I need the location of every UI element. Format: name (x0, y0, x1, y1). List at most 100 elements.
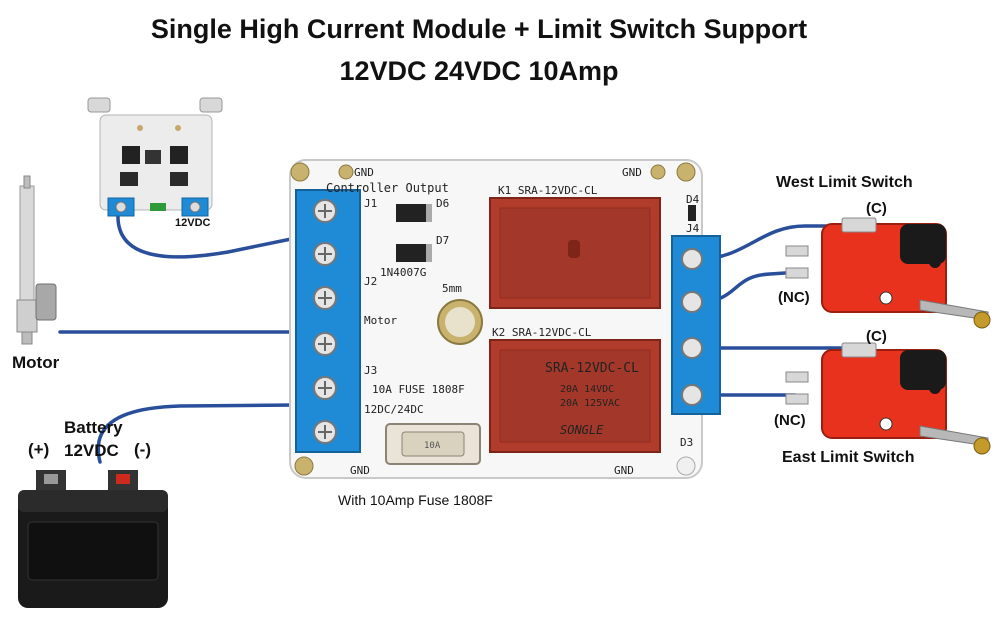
screw-slots (318, 204, 332, 439)
actuator-tip (23, 175, 31, 189)
battery-voltage-label: 12VDC (64, 441, 119, 460)
west-limit-switch (785, 217, 991, 329)
switch-tab (841, 217, 877, 233)
terminal-screw (681, 337, 703, 359)
silk-d6: D6 (436, 197, 449, 210)
relay-body-model: SRA-12VDC-CL (545, 361, 639, 376)
terminal-screw (681, 291, 703, 313)
battery-terminal-negative (116, 474, 130, 484)
silk-gnd-top-left: GND (354, 166, 374, 179)
terminal-screw (681, 248, 703, 270)
terminal-screw (189, 201, 201, 213)
silk-hole-label: 5mm (442, 282, 462, 295)
silk-j3: J3 (364, 364, 377, 377)
switch-roller (973, 437, 991, 455)
silk-supply: 12DC/24DC (364, 403, 424, 416)
actuator-body (16, 299, 38, 333)
relay-k1-button (568, 240, 580, 258)
controller-led-left (87, 97, 111, 113)
left-terminal-screws (313, 199, 337, 444)
silk-gnd-top-right: GND (622, 166, 642, 179)
controller-led-green (150, 203, 166, 211)
silk-motor: Motor (364, 314, 397, 327)
battery-terminal-positive (44, 474, 58, 484)
silk-d7: D7 (436, 234, 449, 247)
diode-d7 (396, 244, 432, 262)
silk-k2: K2 SRA-12VDC-CL (492, 326, 592, 339)
silk-gnd-bottom-right: GND (614, 464, 634, 477)
switch-tab (785, 267, 809, 279)
controller-wire (116, 212, 298, 259)
controller-chip (122, 146, 140, 164)
silk-diode-part: 1N4007G (380, 266, 426, 279)
switch-cap (900, 350, 946, 390)
silk-fuse: 10A FUSE 1808F (372, 383, 465, 396)
controller-chip (120, 172, 138, 186)
controller-voltage-label: 12VDC (175, 217, 211, 229)
battery (18, 470, 168, 608)
relay-board (289, 159, 721, 479)
controller-chip (145, 150, 161, 164)
diode-d4 (688, 205, 696, 221)
fuse-body-label: 10A (424, 441, 441, 451)
fuse-caption: With 10Amp Fuse 1808F (338, 492, 493, 508)
switch-tab (841, 342, 877, 358)
diode-band (426, 204, 432, 222)
mount-hole (290, 162, 310, 182)
east-limit-switch (785, 342, 991, 455)
switch-tab (785, 371, 809, 383)
left-terminal-block (295, 189, 361, 453)
controller-module (87, 97, 223, 217)
controller-led-right (199, 97, 223, 113)
diode-band (426, 244, 432, 262)
controller-pad (175, 125, 181, 131)
west-common-label: (C) (866, 200, 887, 217)
battery-label: Battery (64, 418, 123, 437)
diode-d6 (396, 204, 432, 222)
fuse-10a (401, 431, 465, 457)
relay-body-rating-dc: 20A 14VDC (560, 384, 614, 395)
switch-screw (929, 256, 941, 268)
controller-chip (170, 146, 188, 164)
west-nc-label: (NC) (778, 289, 810, 306)
silk-j2: J2 (364, 275, 377, 288)
mount-hole (676, 162, 696, 182)
silk-d3: D3 (680, 436, 693, 449)
switch-tab (785, 245, 809, 257)
actuator-mount (21, 331, 33, 345)
battery-wire (96, 403, 298, 464)
actuator-motor-can (35, 283, 57, 321)
switch-roller (973, 311, 991, 329)
silk-j1: J1 (364, 197, 377, 210)
terminal-screw (115, 201, 127, 213)
mount-hole-5mm-inner (445, 307, 475, 337)
controller-pad (137, 125, 143, 131)
mount-hole (650, 164, 666, 180)
switch-screw (879, 291, 893, 305)
mount-hole (294, 456, 314, 476)
west-limit-switch-label: West Limit Switch (776, 174, 913, 191)
linear-actuator (16, 175, 57, 345)
mount-hole (676, 456, 696, 476)
mount-hole (338, 164, 354, 180)
relay-body-brand: SONGLE (560, 423, 604, 437)
relay-k2-face (499, 349, 651, 443)
actuator-rod (19, 185, 35, 305)
switch-screw (929, 382, 941, 394)
switch-cap (900, 224, 946, 264)
silk-d4: D4 (686, 193, 700, 206)
switch-screw (879, 417, 893, 431)
east-common-label: (C) (866, 328, 887, 345)
controller-chip (170, 172, 188, 186)
east-nc-label: (NC) (774, 412, 806, 429)
diagram-title-line2: 12VDC 24VDC 10Amp (339, 56, 619, 86)
silk-j4: J4 (686, 222, 700, 235)
switch-tab (785, 393, 809, 405)
battery-panel (27, 521, 159, 581)
silk-gnd-bottom-left: GND (350, 464, 370, 477)
battery-lid (18, 490, 168, 512)
silk-controller-output: Controller Output (326, 181, 449, 195)
battery-minus-label: (-) (134, 440, 151, 459)
east-limit-switch-label: East Limit Switch (782, 449, 915, 466)
diagram-title-line1: Single High Current Module + Limit Switc… (150, 14, 808, 44)
